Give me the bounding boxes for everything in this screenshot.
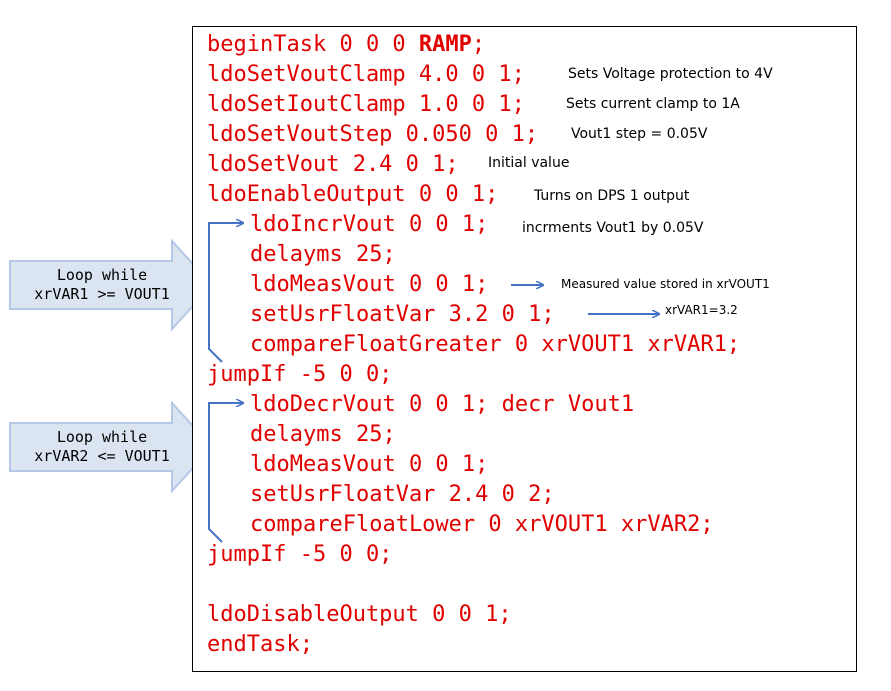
compare-lower-text: compareFloatLower 0 xrVOUT1 xrVAR2; xyxy=(250,512,714,537)
compare-greater-text: compareFloatGreater 0 xrVOUT1 xrVAR1; xyxy=(250,332,741,357)
set-vout-note: Initial value xyxy=(488,155,570,171)
code-line-jump-1: jumpIf -5 0 0; xyxy=(207,362,392,388)
incr-vout-note: incrments Vout1 by 0.05V xyxy=(522,220,704,236)
code-line-disable-output: ldoDisableOutput 0 0 1; xyxy=(207,602,512,628)
code-line-decr-vout: ldoDecrVout 0 0 1; decr Vout1 xyxy=(250,392,634,418)
loop-label-2-line2: xrVAR2 <= VOUT1 xyxy=(34,447,170,465)
begin-task-keyword: RAMP xyxy=(418,32,472,57)
incr-vout-text: ldoIncrVout 0 0 1; xyxy=(250,212,489,237)
code-line-meas-vout-1: ldoMeasVout 0 0 1; xyxy=(250,272,488,298)
code-line-jump-2: jumpIf -5 0 0; xyxy=(207,542,392,568)
loop-label-1-line1: Loop while xyxy=(56,266,148,284)
meas-vout-2-text: ldoMeasVout 0 0 1; xyxy=(250,452,489,477)
code-line-set-usr-var-2: setUsrFloatVar 2.4 0 2; xyxy=(250,482,555,508)
code-line-set-vout: ldoSetVout 2.4 0 1; xyxy=(207,152,459,178)
set-usr-var-1-text: setUsrFloatVar 3.2 0 1; xyxy=(250,302,555,327)
set-vout-step-note: Vout1 step = 0.05V xyxy=(571,126,708,142)
set-vout-clamp-note: Sets Voltage protection to 4V xyxy=(568,66,773,82)
code-line-compare-lower: compareFloatLower 0 xrVOUT1 xrVAR2; xyxy=(250,512,714,538)
code-line-compare-greater: compareFloatGreater 0 xrVOUT1 xrVAR1; xyxy=(250,332,740,358)
set-vout-text: ldoSetVout 2.4 0 1; xyxy=(207,152,459,177)
begin-task-text: beginTask 0 0 0 xyxy=(207,32,419,57)
end-task-text: endTask; xyxy=(207,632,313,657)
jump-1-text: jumpIf -5 0 0; xyxy=(207,362,393,387)
loop-label-1: Loop while xrVAR1 >= VOUT1 xyxy=(12,266,192,304)
code-line-begin-task: beginTask 0 0 0 RAMP; xyxy=(207,32,485,58)
enable-output-text: ldoEnableOutput 0 0 1; xyxy=(207,182,499,207)
set-iout-clamp-text: ldoSetIoutClamp 1.0 0 1; xyxy=(207,92,525,117)
set-iout-clamp-note: Sets current clamp to 1A xyxy=(566,96,740,112)
jump-2-text: jumpIf -5 0 0; xyxy=(207,542,393,567)
code-line-end-task: endTask; xyxy=(207,632,313,658)
decr-vout-text: ldoDecrVout 0 0 1; decr Vout1 xyxy=(250,392,635,417)
begin-task-end: ; xyxy=(471,32,486,57)
code-panel xyxy=(192,26,857,672)
loop-label-1-line2: xrVAR1 >= VOUT1 xyxy=(34,285,170,303)
delay-2-text: delayms 25; xyxy=(250,422,396,447)
code-line-set-vout-clamp: ldoSetVoutClamp 4.0 0 1; xyxy=(207,62,525,88)
set-vout-clamp-text: ldoSetVoutClamp 4.0 0 1; xyxy=(207,62,525,87)
delay-1-text: delayms 25; xyxy=(250,242,396,267)
code-line-set-usr-var-1: setUsrFloatVar 3.2 0 1; xyxy=(250,302,555,328)
loop-label-2-line1: Loop while xyxy=(56,428,148,446)
set-vout-step-text: ldoSetVoutStep 0.050 0 1; xyxy=(207,122,539,147)
code-line-meas-vout-2: ldoMeasVout 0 0 1; xyxy=(250,452,488,478)
code-line-set-vout-step: ldoSetVoutStep 0.050 0 1; xyxy=(207,122,538,148)
disable-output-text: ldoDisableOutput 0 0 1; xyxy=(207,602,512,627)
set-usr-var-1-note: xrVAR1=3.2 xyxy=(665,303,738,317)
enable-output-note: Turns on DPS 1 output xyxy=(534,188,690,204)
code-line-delay-1: delayms 25; xyxy=(250,242,396,268)
code-line-incr-vout: ldoIncrVout 0 0 1; xyxy=(250,212,488,238)
set-usr-var-2-text: setUsrFloatVar 2.4 0 2; xyxy=(250,482,555,507)
code-line-set-iout-clamp: ldoSetIoutClamp 1.0 0 1; xyxy=(207,92,525,118)
meas-vout-1-text: ldoMeasVout 0 0 1; xyxy=(250,272,489,297)
loop-label-2: Loop while xrVAR2 <= VOUT1 xyxy=(12,428,192,466)
code-line-delay-2: delayms 25; xyxy=(250,422,396,448)
meas-vout-1-note: Measured value stored in xrVOUT1 xyxy=(561,277,770,291)
code-line-enable-output: ldoEnableOutput 0 0 1; xyxy=(207,182,498,208)
